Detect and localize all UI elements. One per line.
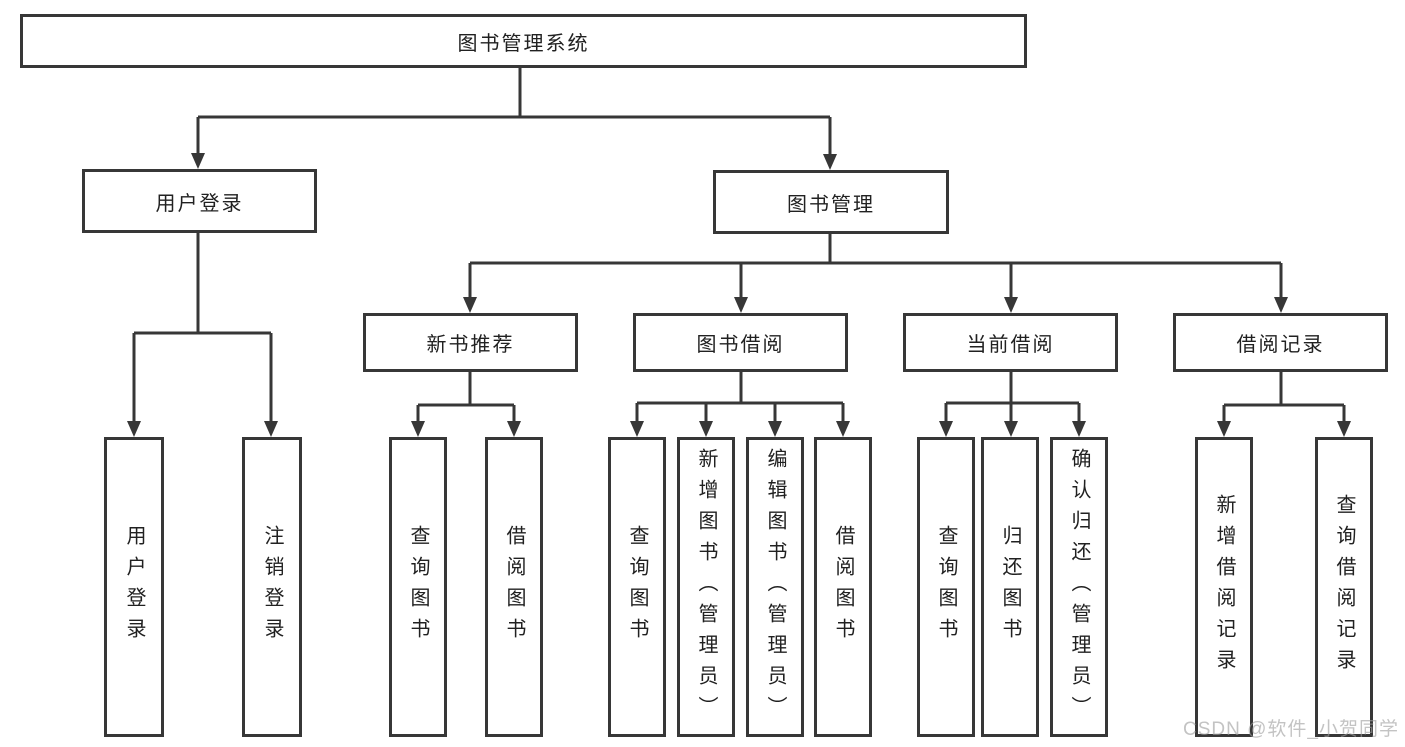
arrow-down-icon: [699, 421, 713, 437]
node-query-books-recommend: 查询图书: [389, 437, 447, 737]
arrow-down-icon: [1004, 421, 1018, 437]
node-book-borrowing: 图书借阅: [633, 313, 848, 372]
arrow-down-icon: [191, 153, 205, 169]
node-add-borrow-record: 新增借阅记录: [1195, 437, 1253, 737]
arrow-down-icon: [411, 421, 425, 437]
arrow-down-icon: [836, 421, 850, 437]
arrow-down-icon: [463, 297, 477, 313]
node-return-book: 归还图书: [981, 437, 1039, 737]
connector-path: [132, 68, 1346, 421]
node-logout-label: 注销登录: [261, 525, 283, 649]
node-borrowing-records-label: 借阅记录: [1236, 334, 1325, 356]
arrow-down-icon: [1274, 297, 1288, 313]
node-query-books-current: 查询图书: [917, 437, 975, 737]
arrow-down-icon: [1004, 297, 1018, 313]
node-new-book-recommend: 新书推荐: [363, 313, 578, 372]
node-query-books-recommend-label: 查询图书: [407, 525, 429, 649]
node-root: 图书管理系统: [20, 14, 1027, 68]
node-edit-book-admin: 编辑图书（管理员）: [746, 437, 804, 737]
node-query-borrow-record-label: 查询借阅记录: [1333, 494, 1355, 680]
node-user-login-leaf: 用户登录: [104, 437, 164, 737]
node-borrow-books-borrowing-label: 借阅图书: [832, 525, 854, 649]
arrow-down-icon: [734, 297, 748, 313]
node-add-book-admin: 新增图书（管理员）: [677, 437, 735, 737]
arrow-down-icon: [630, 421, 644, 437]
arrow-down-icon: [823, 154, 837, 170]
node-book-management: 图书管理: [713, 170, 949, 234]
node-return-book-label: 归还图书: [999, 525, 1021, 649]
node-user-login-leaf-label: 用户登录: [123, 525, 145, 649]
node-borrow-books-borrowing: 借阅图书: [814, 437, 872, 737]
arrow-down-icon: [1217, 421, 1231, 437]
arrow-heads: [127, 153, 1351, 437]
node-confirm-return-admin: 确认归还（管理员）: [1050, 437, 1108, 737]
node-confirm-return-admin-label: 确认归还（管理员）: [1068, 447, 1090, 727]
node-book-management-label: 图书管理: [787, 193, 875, 216]
node-logout: 注销登录: [242, 437, 302, 737]
node-current-borrowing: 当前借阅: [903, 313, 1118, 372]
arrow-down-icon: [768, 421, 782, 437]
node-borrowing-records: 借阅记录: [1173, 313, 1388, 372]
node-book-borrowing-label: 图书借阅: [696, 334, 785, 356]
arrow-down-icon: [1072, 421, 1086, 437]
node-root-label: 图书管理系统: [457, 32, 590, 55]
node-query-books-current-label: 查询图书: [935, 525, 957, 649]
node-new-book-recommend-label: 新书推荐: [426, 334, 515, 356]
node-user-login: 用户登录: [82, 169, 317, 233]
node-borrow-books-recommend-label: 借阅图书: [503, 525, 525, 649]
node-query-books-borrowing: 查询图书: [608, 437, 666, 737]
node-add-book-admin-label: 新增图书（管理员）: [695, 447, 717, 727]
arrow-down-icon: [1337, 421, 1351, 437]
node-query-borrow-record: 查询借阅记录: [1315, 437, 1373, 737]
arrow-down-icon: [264, 421, 278, 437]
node-add-borrow-record-label: 新增借阅记录: [1213, 494, 1235, 680]
arrow-down-icon: [507, 421, 521, 437]
node-borrow-books-recommend: 借阅图书: [485, 437, 543, 737]
watermark: CSDN @软件_小贺同学: [1183, 719, 1399, 740]
node-user-login-label: 用户登录: [155, 192, 244, 215]
node-edit-book-admin-label: 编辑图书（管理员）: [764, 447, 786, 727]
node-query-books-borrowing-label: 查询图书: [626, 525, 648, 649]
arrow-down-icon: [127, 421, 141, 437]
arrow-down-icon: [939, 421, 953, 437]
node-current-borrowing-label: 当前借阅: [966, 334, 1055, 356]
